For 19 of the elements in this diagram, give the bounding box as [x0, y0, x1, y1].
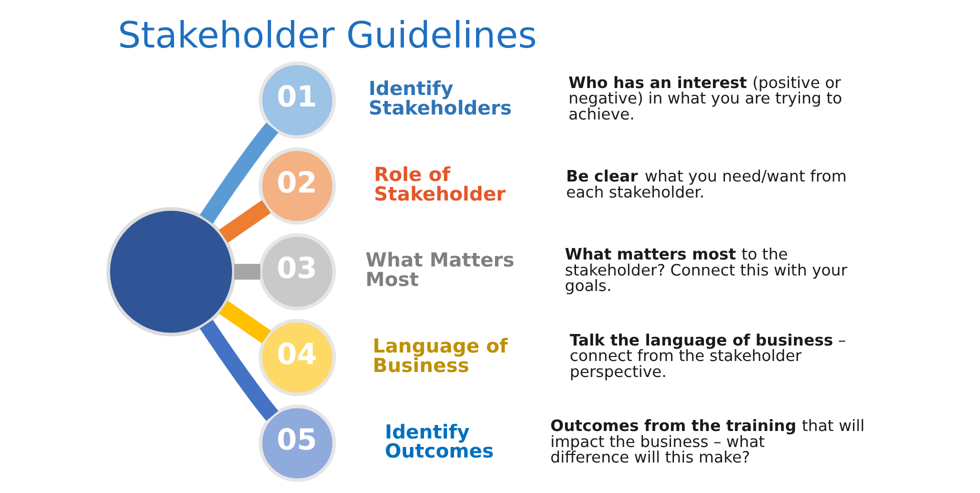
label: Talk the language of business – connect from the stakeholder perspective. [570, 330, 846, 380]
connector [200, 319, 278, 420]
node-label: Identify Outcomes [384, 420, 494, 462]
node-label: Language of Business [372, 334, 508, 376]
node-circle: 05 [258, 404, 336, 482]
connector [234, 263, 260, 280]
node-label: What Matters Most [366, 248, 514, 291]
node-circle: 01 [258, 61, 336, 138]
label: Be clear what you need/want from each stakeholder. [566, 166, 847, 201]
label: What matters most to the stakeholder? Connect this with your goals. [564, 244, 848, 294]
label: Who has an interest (positive or negative) in what you are trying to achieve. [568, 72, 842, 123]
node-circle: 04 [258, 318, 336, 396]
connector [200, 122, 278, 224]
diagram-title: Stakeholder Guidelines [118, 13, 537, 56]
node-label: Role of Stakeholder [374, 162, 506, 205]
node-circle [106, 206, 236, 336]
node-label: Identify Stakeholders [368, 76, 512, 119]
node-circle: 02 [258, 146, 336, 224]
label: Outcomes from the training that will impact the business – what difference will this make? [550, 416, 865, 466]
